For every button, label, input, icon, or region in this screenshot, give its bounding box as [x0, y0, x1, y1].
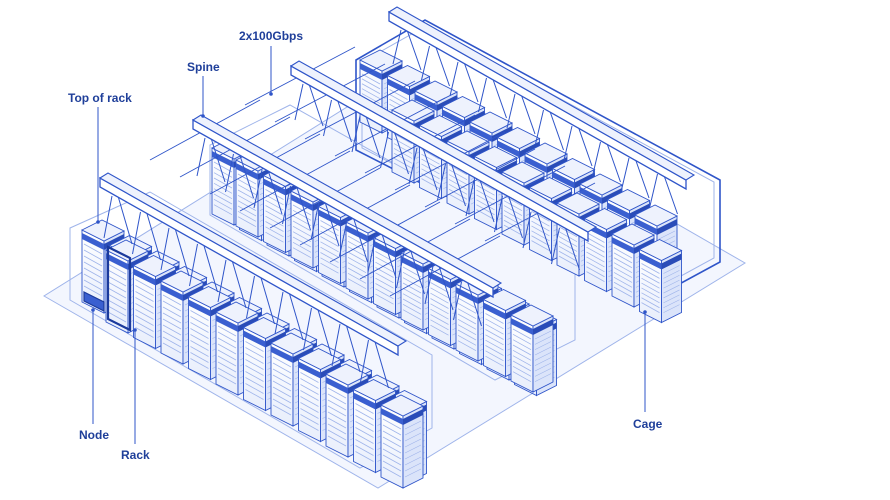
server-rack — [640, 240, 682, 323]
uplink-cable — [197, 138, 205, 176]
cage-leader-dot — [643, 310, 647, 314]
spine-label: Spine — [187, 60, 220, 74]
rack-label: Rack — [121, 448, 150, 462]
uplink-cable — [650, 174, 658, 208]
rack-leader-dot — [133, 328, 137, 332]
node-leader-dot — [91, 308, 95, 312]
bandwidth-leader-dot — [269, 92, 273, 96]
spine-leader-dot — [201, 114, 205, 118]
server-rack — [381, 395, 423, 488]
uplink-cable — [593, 142, 601, 176]
uplink-cable — [621, 158, 629, 192]
cage-label: Cage — [633, 417, 662, 431]
top-of-rack-label: Top of rack — [68, 91, 132, 105]
uplink-cable — [564, 126, 572, 160]
server-rack — [511, 305, 553, 392]
top-of-rack-leader-dot — [96, 220, 100, 224]
node-label: Node — [79, 428, 109, 442]
uplink-cable — [295, 84, 303, 120]
bandwidth-label: 2x100Gbps — [239, 29, 303, 43]
